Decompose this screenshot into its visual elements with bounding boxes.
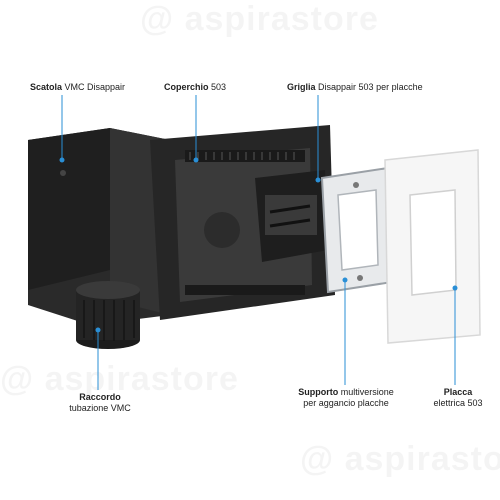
leader-lines [61,95,456,390]
label-scatola: Scatola VMC Disappair [30,82,125,93]
leader-dot [315,177,321,183]
label-desc: multiversione [340,387,394,397]
watermark: @ aspirastore [0,360,239,399]
watermark: @ aspirastore [140,0,379,39]
watermark: @ aspirastore [300,440,500,479]
leader-dot [342,277,348,283]
label-desc: Disappair 503 per placche [318,82,423,92]
leader-dot [193,157,199,163]
label-coperchio: Coperchio 503 [164,82,226,93]
supporto-bracket-shape [320,166,394,294]
label-desc: VMC Disappair [64,82,126,92]
label-desc-2: per aggancio placche [303,398,389,408]
label-placca: Placca elettrica 503 [420,387,496,409]
leader-dot [59,157,65,163]
label-title: Griglia [287,82,316,92]
label-title: Coperchio [164,82,209,92]
label-griglia: Griglia Disappair 503 per placche [287,82,423,93]
label-desc: elettrica 503 [433,398,483,408]
leader-dot [452,285,458,291]
leader-dot [95,327,101,333]
placca-plate-shape [384,149,481,344]
label-title: Supporto [298,387,339,397]
scatola-box-shape [28,128,170,349]
label-title: Scatola [30,82,63,92]
griglia-clip-shape [255,170,328,262]
label-supporto: Supporto multiversione per aggancio plac… [276,387,416,409]
label-title: Raccordo [79,392,121,402]
label-title: Placca [443,387,473,397]
label-raccordo: Raccordo tubazione VMC [40,392,160,414]
label-desc: tubazione VMC [69,403,131,413]
label-desc: 503 [211,82,227,92]
